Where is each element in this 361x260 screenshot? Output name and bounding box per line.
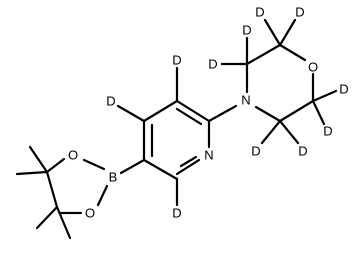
- bond-b-o-lower: [96, 184, 109, 207]
- bond-b-o-upper: [82, 158, 106, 171]
- atom-d-morph-c5-b: D: [298, 144, 307, 159]
- atom-d-morph-c2-a: D: [255, 5, 264, 20]
- bond-methyl-4: [55, 205, 72, 240]
- bond-ring-c2-c3: [175, 99, 211, 123]
- atom-d-morph-c3-a: D: [242, 23, 251, 38]
- bond-ring-c5-c6: [142, 158, 179, 181]
- bond-morph-c5-n: [254, 105, 282, 123]
- atom-d-pyridine-c4: D: [106, 94, 115, 109]
- atom-n-pyridine: N: [204, 148, 213, 163]
- bond-methyl-2: [15, 170, 49, 176]
- bonds: [15, 18, 338, 240]
- atom-d-morph-c5-a: D: [251, 144, 260, 159]
- atom-o-morpholine: O: [308, 60, 318, 75]
- bond-mc2-d-b: [278, 18, 297, 47]
- bond-mc2-d-a: [263, 18, 282, 47]
- atom-d-morph-c2-b: D: [295, 5, 304, 20]
- atom-n-morpholine: N: [241, 93, 250, 108]
- bond-ring-c6-n1-inner: [179, 155, 198, 168]
- bond-ring-c3-c4: [142, 99, 179, 123]
- bond-methyl-3: [35, 205, 59, 230]
- atom-o-dioxaborolane-upper: O: [68, 148, 78, 163]
- bond-mc5-d-a: [260, 119, 282, 145]
- atom-d-morph-c6-b: D: [323, 124, 332, 139]
- bond-o-upper-c: [45, 157, 66, 174]
- bond-morph-c3-c2: [245, 43, 282, 66]
- bond-ring-c2-c3-inner: [175, 107, 203, 126]
- atom-d-morph-c3-b: D: [208, 57, 217, 72]
- atom-boron: B: [109, 170, 118, 185]
- bond-morph-c6-c5: [278, 99, 315, 123]
- atom-o-dioxaborolane-lower: O: [85, 206, 95, 221]
- bond-mc6-d-a: [311, 89, 338, 103]
- bond-c5-boron: [119, 158, 146, 175]
- bond-c-c-ring: [45, 170, 59, 209]
- bond-methyl-1: [28, 145, 49, 174]
- bond-ring-c6-n1: [175, 158, 201, 176]
- bond-c4-d: [116, 104, 146, 123]
- bond-mc6-d-b: [311, 99, 326, 126]
- atom-d-pyridine-c6: D: [172, 206, 181, 221]
- bond-morph-c2-o: [278, 43, 307, 62]
- atom-labels: N N O B O O D D D D D D D D D D D: [68, 5, 349, 221]
- bond-mc5-d-b: [278, 119, 300, 145]
- atom-d-pyridine-c3: D: [172, 53, 181, 68]
- bond-c2-nmorph: [207, 104, 238, 123]
- atom-d-morph-c6-a: D: [339, 82, 348, 97]
